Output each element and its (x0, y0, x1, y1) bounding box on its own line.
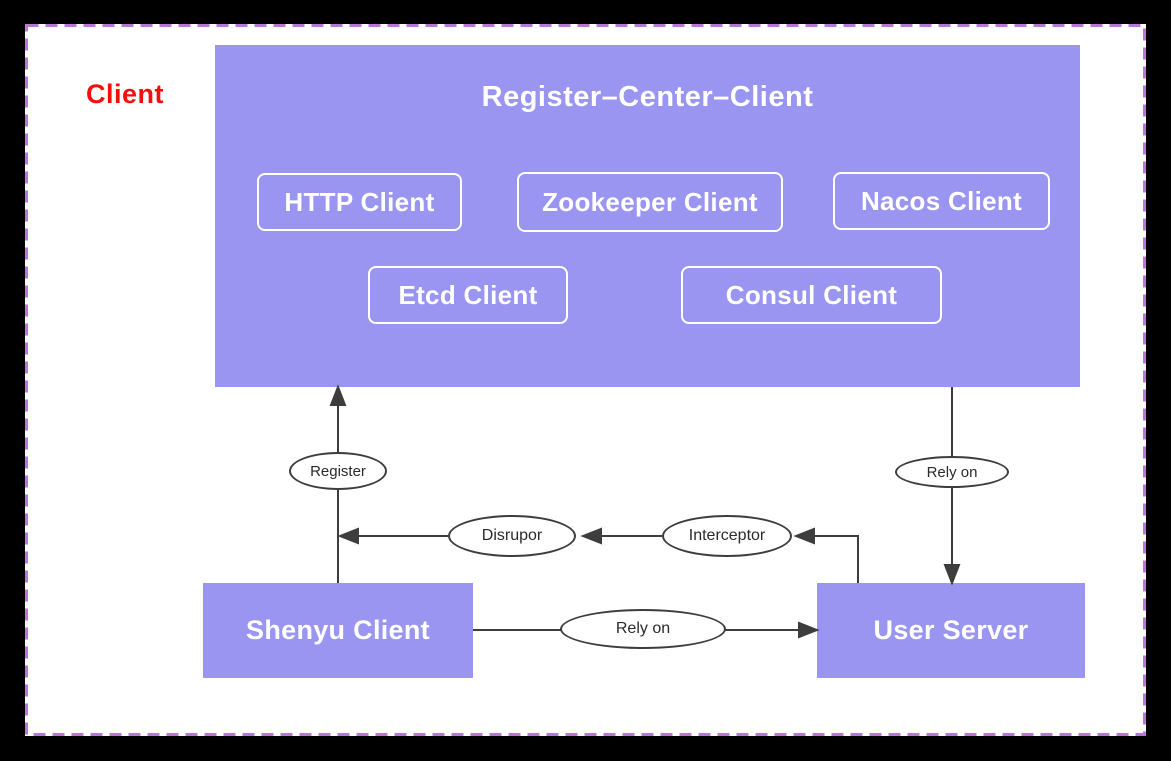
nacos-client-box: Nacos Client (833, 172, 1050, 230)
nacos-client-label: Nacos Client (860, 185, 1023, 216)
rely-on-right-edge-text: Rely on (926, 463, 978, 481)
client-zone-label: Client (86, 79, 165, 109)
consul-client-label: Consul Client (725, 279, 898, 310)
rely-on-bottom-edge-text: Rely on (615, 620, 671, 637)
etcd-client-label: Etcd Client (398, 279, 538, 310)
user-server-box: User Server (817, 583, 1085, 678)
interceptor-edge-label: Interceptor (662, 515, 792, 557)
zookeeper-client-label: Zookeeper Client (542, 186, 758, 217)
http-client-label: HTTP Client (284, 186, 435, 217)
disrupor-edge-label: Disrupor (448, 515, 576, 557)
etcd-client-box: Etcd Client (368, 266, 568, 324)
rely-on-right-edge-label: Rely on (895, 456, 1009, 488)
http-client-box: HTTP Client (257, 173, 462, 231)
consul-client-box: Consul Client (681, 266, 942, 324)
user-server-label: User Server (873, 615, 1029, 645)
interceptor-edge-text: Interceptor (688, 527, 766, 544)
register-edge-label: Register (289, 452, 387, 490)
register-edge-text: Register (310, 462, 366, 480)
shenyu-client-label: Shenyu Client (246, 615, 430, 645)
zookeeper-client-box: Zookeeper Client (517, 172, 783, 232)
shenyu-client-box: Shenyu Client (203, 583, 473, 678)
rely-on-bottom-edge-label: Rely on (560, 609, 726, 649)
disrupor-edge-text: Disrupor (481, 527, 543, 544)
register-center-client-title: Register–Center–Client (481, 81, 814, 113)
